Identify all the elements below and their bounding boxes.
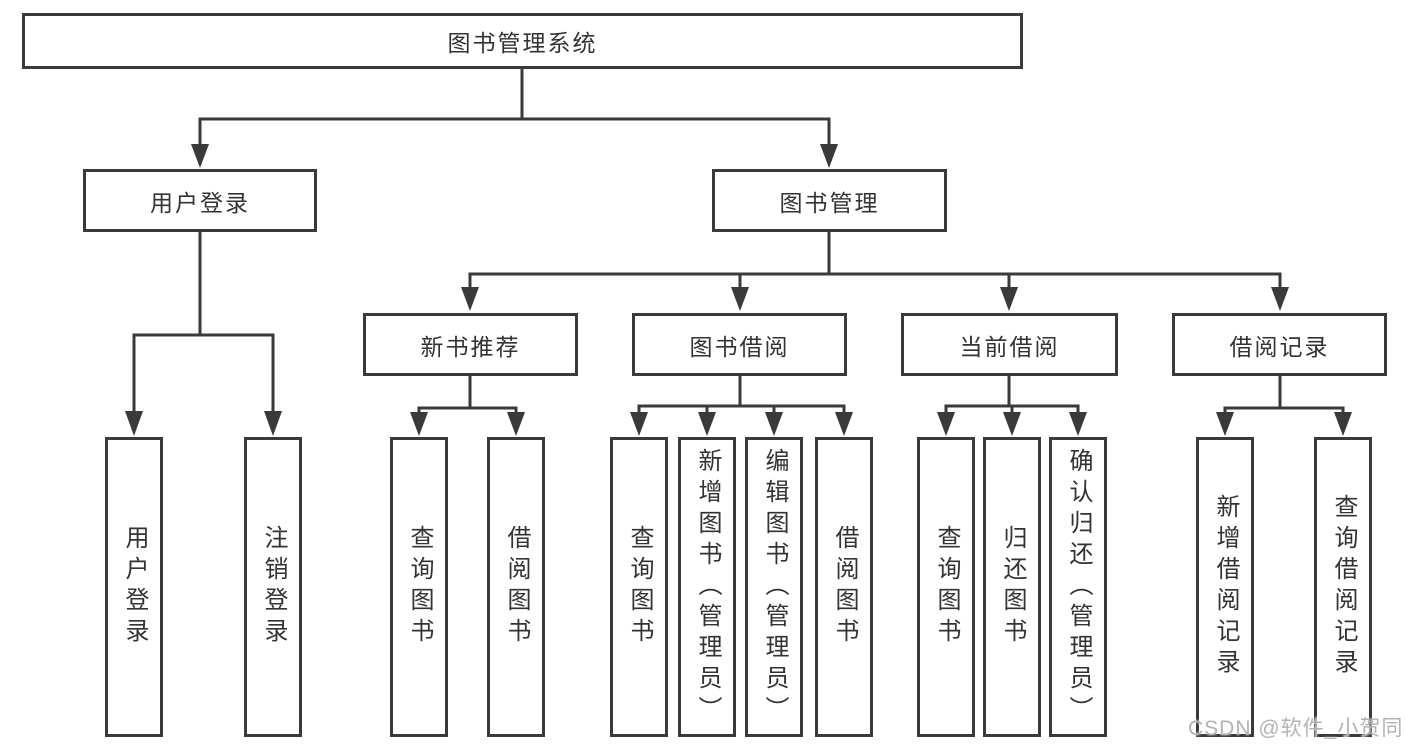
leaf-label: 用户登录 [121,525,148,649]
leaf-add-borrow-record: 新增借阅记录 [1196,437,1254,737]
arrowhead [1003,412,1021,436]
leaf-borrow-books-borrowing: 借阅图书 [815,437,873,737]
leaf-query-borrow-record: 查询借阅记录 [1314,437,1372,737]
node-book-borrowing: 图书借阅 [632,313,847,376]
leaf-label: 新增图书（管理员） [694,447,721,727]
leaf-query-books-recommend: 查询图书 [390,437,448,737]
leaf-query-books-borrowing: 查询图书 [610,437,668,737]
arrowhead [1334,412,1352,436]
arrowhead [1271,287,1289,311]
arrowhead [125,411,143,436]
leaf-label: 注销登录 [260,525,287,649]
leaf-label: 查询借阅记录 [1330,494,1357,680]
node-root: 图书管理系统 [22,13,1023,69]
arrowhead [507,412,525,436]
arrowhead [820,144,838,168]
arrowhead [835,412,853,436]
leaf-label: 查询图书 [626,525,653,649]
leaf-logout: 注销登录 [244,437,302,737]
leaf-label: 确认归还（管理员） [1065,447,1092,727]
arrowhead [410,412,428,436]
node-current-borrowing: 当前借阅 [901,313,1118,376]
arrowhead [1216,412,1234,436]
leaf-user-login: 用户登录 [105,437,163,737]
arrowhead [191,144,209,168]
node-borrowing-records: 借阅记录 [1172,313,1387,376]
leaf-query-books-current: 查询图书 [917,437,975,737]
node-user-login: 用户登录 [83,169,317,232]
node-label: 借阅记录 [1229,333,1330,360]
arrowhead [1000,287,1018,311]
leaf-edit-book-admin: 编辑图书（管理员） [745,437,803,737]
node-root-label: 图书管理系统 [447,30,598,56]
leaf-label: 归还图书 [999,525,1026,649]
leaf-label: 编辑图书（管理员） [761,447,788,727]
leaf-label: 借阅图书 [503,525,530,649]
arrowhead [264,411,282,436]
node-label: 用户登录 [150,189,250,216]
arrowhead [731,287,749,311]
leaf-label: 查询图书 [933,525,960,649]
node-label: 当前借阅 [959,333,1060,360]
node-label: 新书推荐 [420,333,521,360]
leaf-label: 新增借阅记录 [1212,494,1239,680]
node-new-book-recommendation: 新书推荐 [363,313,578,376]
leaf-label: 查询图书 [406,525,433,649]
arrowhead [937,412,955,436]
node-book-management: 图书管理 [712,169,947,232]
leaf-return-book: 归还图书 [983,437,1041,737]
leaf-add-book-admin: 新增图书（管理员） [678,437,736,737]
arrowhead [698,412,716,436]
arrowhead [461,287,479,311]
leaf-label: 借阅图书 [831,525,858,649]
leaf-confirm-return-admin: 确认归还（管理员） [1049,437,1107,737]
arrowhead [1069,412,1087,436]
node-label: 图书管理 [779,189,880,216]
leaf-borrow-books-recommend: 借阅图书 [487,437,545,737]
watermark: CSDN @软件_小贺同学 [1188,717,1405,740]
node-label: 图书借阅 [689,333,790,360]
arrowhead [630,412,648,436]
arrowhead [765,412,783,436]
